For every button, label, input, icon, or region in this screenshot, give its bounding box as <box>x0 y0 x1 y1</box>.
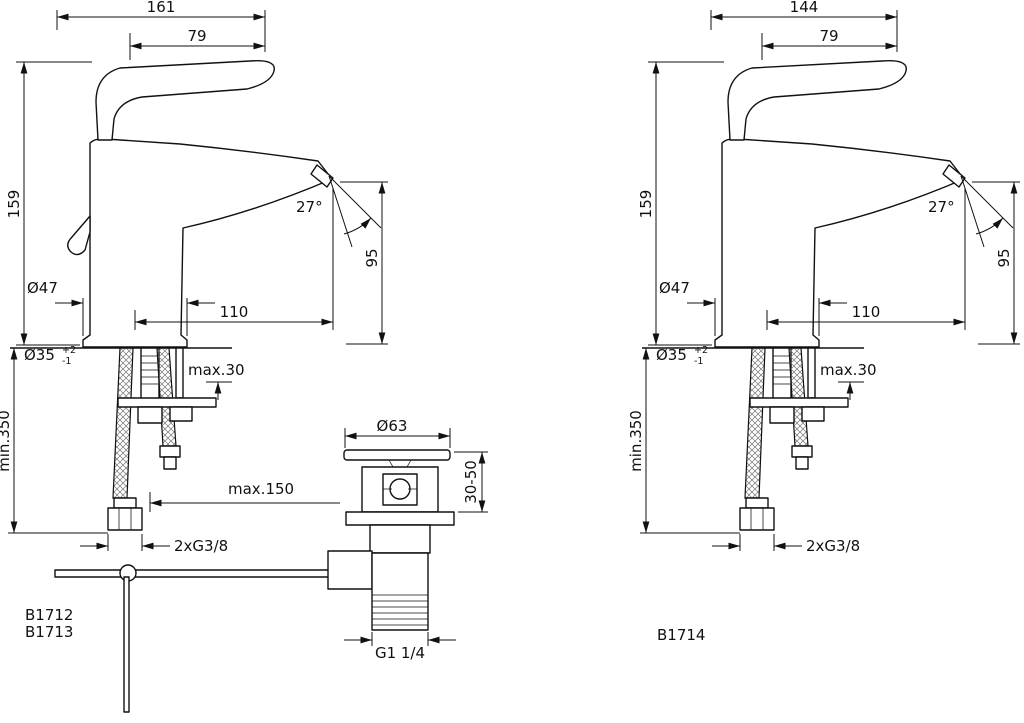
dim-spout-angle: 27° <box>296 175 382 248</box>
dim-overall-width-label: 161 <box>147 0 176 16</box>
dim-deck-thickness: max.30 <box>820 361 877 400</box>
dim-supply-connection-label: 2xG3/8 <box>806 537 860 555</box>
dim-hose-length: min.350 <box>0 348 108 534</box>
dim-waste-clamp-range: 30-50 <box>454 451 488 513</box>
dim-hole-tol-plus: +2 <box>694 345 708 356</box>
dim-spout-reach-label: 110 <box>220 303 249 321</box>
dim-height: 159 <box>5 61 92 346</box>
dim-height-label: 159 <box>5 190 23 219</box>
dim-base-diameter-label: Ø47 <box>27 279 58 297</box>
dim-overall-width: 161 <box>56 0 266 52</box>
dim-spout-reach: 110 <box>134 188 334 330</box>
dim-waste-clamp-range-label: 30-50 <box>462 460 480 504</box>
popup-rod <box>54 564 352 713</box>
dim-spout-height: 95 <box>972 181 1020 345</box>
dim-handle-reach: 79 <box>761 27 897 60</box>
dim-hole-diameter: Ø35 +2 -1 <box>24 345 76 367</box>
dim-hose-length-label: min.350 <box>0 410 13 472</box>
dim-waste-thread-label: G1 1/4 <box>375 644 425 662</box>
dim-height-label: 159 <box>637 190 655 219</box>
dim-hole-diameter-label: Ø35 <box>656 346 687 364</box>
dim-deck-thickness-label: max.30 <box>188 361 245 379</box>
dim-supply-connection-label: 2xG3/8 <box>174 537 228 555</box>
dim-deck-thickness-label: max.30 <box>820 361 877 379</box>
dim-handle-reach-label: 79 <box>187 27 206 45</box>
dim-height: 159 <box>637 61 724 346</box>
dim-supply-connection: 2xG3/8 <box>80 534 228 555</box>
dim-hole-tol-minus: -1 <box>62 356 71 367</box>
dim-supply-connection: 2xG3/8 <box>712 534 860 555</box>
popup-knob <box>67 215 91 256</box>
dim-spout-reach-label: 110 <box>852 303 881 321</box>
product-code: B1714 <box>657 626 705 644</box>
product-code: B1712 <box>25 606 73 624</box>
dim-hole-tol-minus: -1 <box>694 356 703 367</box>
dim-base-diameter-label: Ø47 <box>659 279 690 297</box>
dim-rod-length-label: max.150 <box>228 480 294 498</box>
dim-waste-thread: G1 1/4 <box>344 632 456 662</box>
product-code: B1713 <box>25 623 73 641</box>
dim-spout-angle: 27° <box>928 175 1014 248</box>
dim-spout-angle-label: 27° <box>928 198 955 216</box>
dim-base-diameter: Ø47 <box>27 279 215 336</box>
dim-hole-tol-plus: +2 <box>62 345 76 356</box>
dim-spout-angle-label: 27° <box>296 198 323 216</box>
popup-waste <box>327 449 455 631</box>
dim-hose-length-label: min.350 <box>627 410 645 472</box>
dim-spout-height: 95 <box>340 181 388 345</box>
faucet <box>714 60 966 531</box>
right-drawing: 144 79 159 27° 95 Ø47 <box>627 0 1020 644</box>
left-drawing: 161 79 159 27° 95 Ø47 <box>0 0 488 713</box>
dim-spout-reach: 110 <box>766 188 966 330</box>
dim-overall-width: 144 <box>710 0 898 52</box>
dim-base-diameter: Ø47 <box>659 279 847 336</box>
dim-waste-diameter-label: Ø63 <box>377 417 408 435</box>
dim-hole-diameter-label: Ø35 <box>24 346 55 364</box>
dim-spout-height-label: 95 <box>363 248 381 267</box>
dim-waste-diameter: Ø63 <box>344 417 451 448</box>
dim-deck-thickness: max.30 <box>188 361 245 400</box>
dim-hose-length: min.350 <box>627 348 740 534</box>
dim-handle-reach-label: 79 <box>819 27 838 45</box>
dim-hole-diameter: Ø35 +2 -1 <box>656 345 708 367</box>
dim-spout-height-label: 95 <box>995 248 1013 267</box>
dim-overall-width-label: 144 <box>790 0 819 16</box>
dim-rod-length: max.150 <box>149 480 340 512</box>
dim-handle-reach: 79 <box>129 27 265 60</box>
faucet <box>82 60 334 531</box>
